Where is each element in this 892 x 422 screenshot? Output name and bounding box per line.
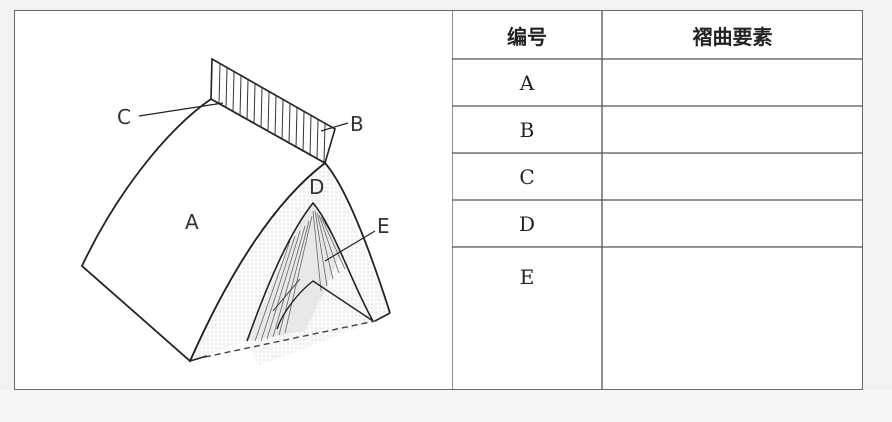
row-b-id: B (519, 117, 535, 142)
inner-ridge-line (276, 280, 374, 330)
leader-line-c (138, 102, 224, 117)
fold-block-diagram: A B C D E (15, 11, 452, 389)
label-a: A (185, 210, 199, 234)
row-a-id: A (519, 70, 535, 95)
inner-ridge-line-2 (272, 278, 301, 312)
row-b-element[interactable] (602, 106, 863, 153)
row-c-id: C (519, 164, 535, 189)
row-a-element[interactable] (602, 59, 863, 106)
figure-table-frame: A B C D E 编号 褶曲要素 A B C D E (14, 10, 863, 390)
label-e: E (377, 214, 390, 238)
front-bottom-edge (189, 355, 208, 362)
row-d-element[interactable] (602, 200, 863, 247)
row-d-id: D (518, 211, 536, 236)
leader-line-e (324, 230, 376, 262)
header-element: 褶曲要素 (692, 24, 773, 49)
leader-line-b (320, 122, 349, 132)
row-e-element[interactable] (602, 247, 863, 389)
row-c-element[interactable] (602, 153, 863, 200)
header-id: 编号 (507, 24, 547, 49)
hinge-hatched-face (210, 57, 336, 165)
label-d: D (309, 175, 324, 199)
dashed-baseline (204, 320, 376, 358)
page-bottom-margin (0, 390, 892, 422)
fold-elements-table: 编号 褶曲要素 A B C D E (452, 11, 863, 389)
row-e-id: E (519, 265, 535, 289)
inner-arch-outline (246, 201, 374, 342)
front-bottom-edge-right (374, 312, 391, 322)
label-b: B (350, 112, 364, 136)
label-c: C (117, 105, 131, 129)
